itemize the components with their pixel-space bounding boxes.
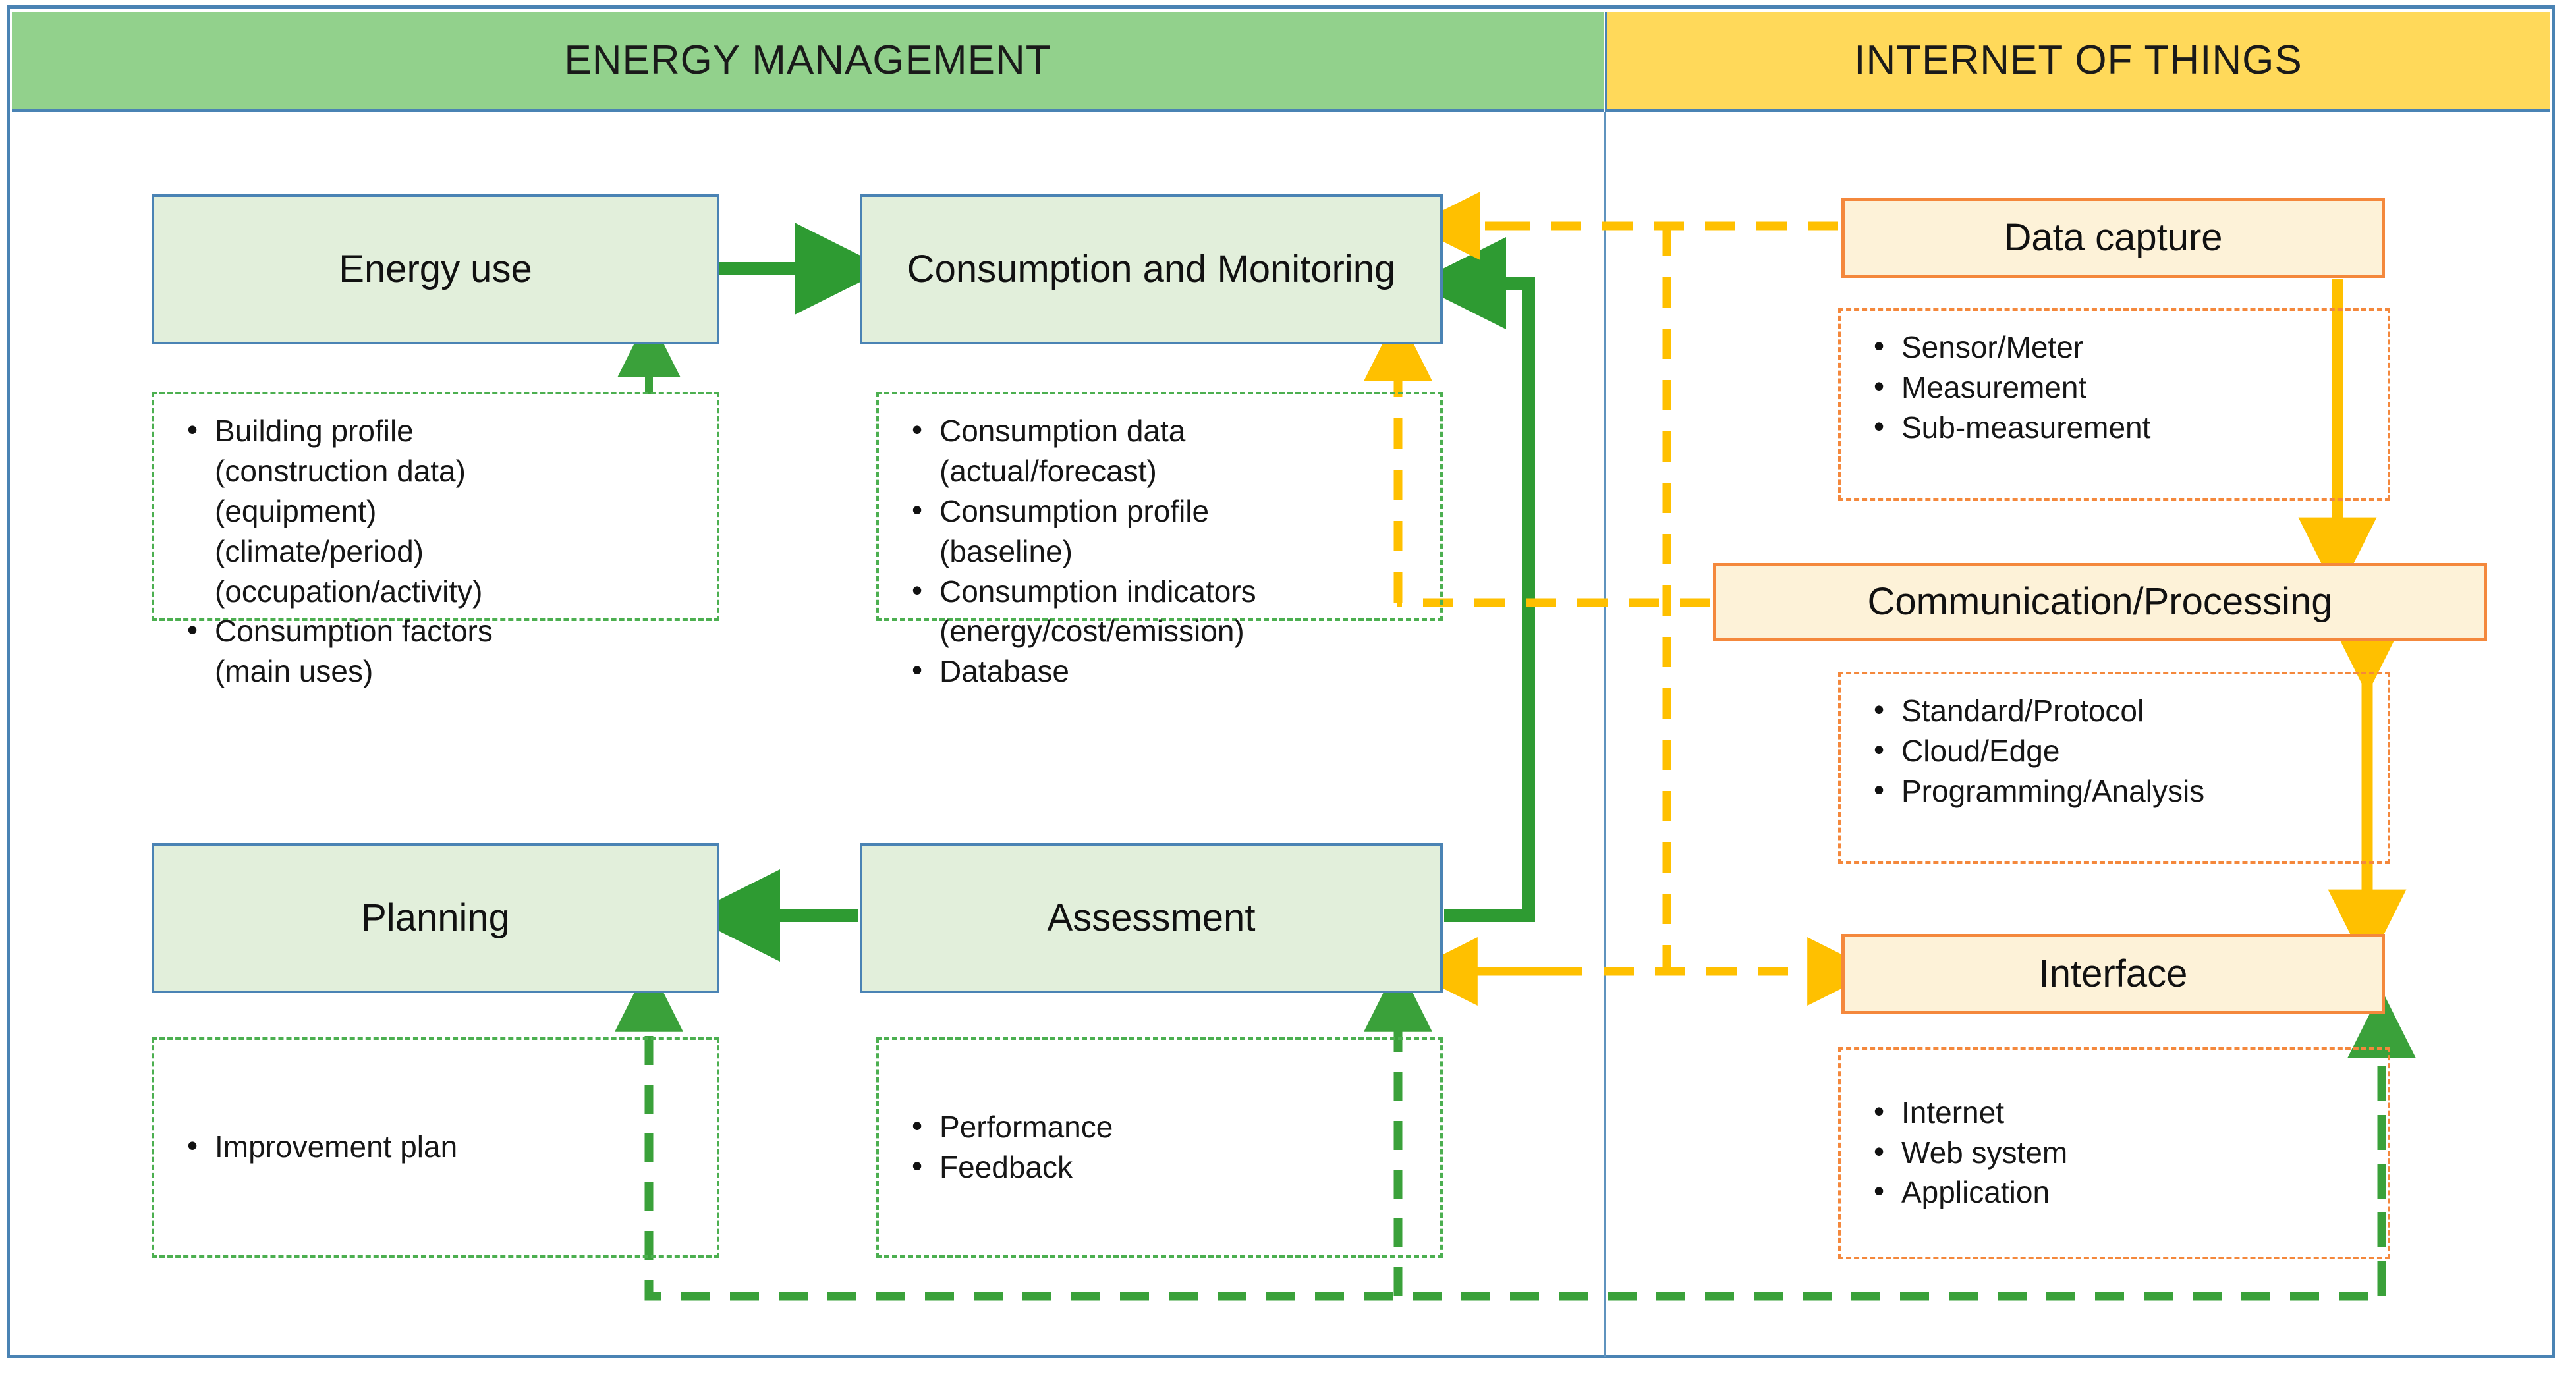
detail-text: Internet — [1901, 1095, 2004, 1129]
detail-text: Standard/Protocol — [1901, 694, 2144, 728]
list-item: Consumption data — [903, 410, 1420, 450]
detail-text: Programming/Analysis — [1901, 773, 2205, 808]
detail-text: (equipment) — [215, 493, 377, 528]
list-item: Performance — [903, 1106, 1420, 1147]
detail-text: Consumption data — [939, 414, 1186, 448]
details-energy-use: Building profile (construction data) (eq… — [152, 392, 719, 688]
details-data-capture-list: Sensor/Meter Measurement Sub-measurement — [1864, 327, 2368, 447]
box-data-capture[interactable]: Data capture — [1841, 198, 2385, 278]
detail-text: (climate/period) — [215, 533, 424, 568]
list-item: Standard/Protocol — [1864, 690, 2368, 730]
list-item: Improvement plan — [178, 1126, 697, 1166]
detail-text: Performance — [939, 1109, 1113, 1144]
box-consumption-monitoring-label: Consumption and Monitoring — [907, 247, 1396, 290]
details-data-capture: Sensor/Meter Measurement Sub-measurement — [1838, 308, 2390, 501]
details-communication-processing: Standard/Protocol Cloud/Edge Programming… — [1838, 672, 2390, 864]
header-internet-of-things-label: INTERNET OF THINGS — [1854, 38, 2303, 83]
details-planning-list: Improvement plan — [178, 1126, 697, 1168]
details-interface-list: Internet Web system Application — [1864, 1092, 2368, 1214]
list-item: (occupation/activity) — [178, 572, 697, 611]
list-item: Web system — [1864, 1132, 2368, 1172]
detail-text: Cloud/Edge — [1901, 733, 2060, 768]
list-item: (equipment) — [178, 492, 697, 531]
box-assessment[interactable]: Assessment — [860, 843, 1443, 993]
header-energy-management-label: ENERGY MANAGEMENT — [564, 38, 1051, 83]
list-item: (main uses) — [178, 652, 697, 691]
details-consumption-monitoring: Consumption data (actual/forecast) Consu… — [876, 392, 1443, 690]
detail-text: Sensor/Meter — [1901, 330, 2084, 364]
detail-text: (main uses) — [215, 654, 374, 689]
detail-text: Sub-measurement — [1901, 410, 2151, 445]
details-assessment-list: Performance Feedback — [903, 1106, 1420, 1188]
box-communication-processing-label: Communication/Processing — [1867, 580, 2333, 623]
detail-text: Consumption factors — [215, 614, 493, 649]
list-item: Sensor/Meter — [1864, 327, 2368, 367]
list-item: Database — [903, 651, 1420, 691]
section-divider — [1604, 112, 1606, 1357]
list-item: (baseline) — [903, 532, 1420, 571]
list-item: Internet — [1864, 1092, 2368, 1132]
detail-text: Consumption profile — [939, 493, 1210, 528]
box-interface-label: Interface — [2038, 952, 2188, 995]
detail-text: Consumption indicators — [939, 574, 1256, 609]
detail-text: Web system — [1901, 1135, 2068, 1170]
list-item: (climate/period) — [178, 532, 697, 571]
list-item: Building profile — [178, 410, 697, 450]
detail-text: Building profile — [215, 414, 414, 448]
header-energy-management: ENERGY MANAGEMENT — [12, 12, 1604, 112]
detail-text: Application — [1901, 1175, 2050, 1210]
detail-text: (actual/forecast) — [939, 453, 1157, 488]
box-planning-label: Planning — [361, 896, 510, 939]
details-planning: Improvement plan — [152, 1037, 719, 1258]
detail-text: (energy/cost/emission) — [939, 614, 1245, 649]
box-energy-use[interactable]: Energy use — [152, 194, 719, 344]
box-communication-processing[interactable]: Communication/Processing — [1713, 563, 2487, 641]
box-assessment-label: Assessment — [1047, 896, 1256, 939]
list-item: (actual/forecast) — [903, 452, 1420, 491]
detail-text: (occupation/activity) — [215, 574, 483, 609]
list-item: Application — [1864, 1172, 2368, 1212]
detail-text: (construction data) — [215, 453, 466, 488]
detail-text: Feedback — [939, 1149, 1073, 1184]
box-energy-use-label: Energy use — [339, 247, 532, 290]
details-assessment: Performance Feedback — [876, 1037, 1443, 1258]
details-interface: Internet Web system Application — [1838, 1047, 2390, 1259]
list-item: Sub-measurement — [1864, 407, 2368, 447]
box-planning[interactable]: Planning — [152, 843, 719, 993]
box-interface[interactable]: Interface — [1841, 934, 2385, 1014]
detail-text: Improvement plan — [215, 1129, 458, 1164]
detail-text: Database — [939, 654, 1069, 689]
box-consumption-monitoring[interactable]: Consumption and Monitoring — [860, 194, 1443, 344]
details-consumption-monitoring-list: Consumption data (actual/forecast) Consu… — [903, 410, 1420, 691]
list-item: Cloud/Edge — [1864, 730, 2368, 771]
list-item: Consumption indicators — [903, 571, 1420, 611]
box-data-capture-label: Data capture — [2003, 215, 2223, 259]
list-item: (construction data) — [178, 452, 697, 491]
list-item: Feedback — [903, 1147, 1420, 1187]
details-communication-processing-list: Standard/Protocol Cloud/Edge Programming… — [1864, 690, 2368, 811]
details-energy-use-list: Building profile (construction data) (eq… — [178, 410, 697, 691]
list-item: Programming/Analysis — [1864, 771, 2368, 811]
list-item: Consumption profile — [903, 491, 1420, 531]
detail-text: Measurement — [1901, 369, 2087, 404]
list-item: (energy/cost/emission) — [903, 612, 1420, 651]
list-item: Measurement — [1864, 367, 2368, 407]
list-item: Consumption factors — [178, 611, 697, 651]
detail-text: (baseline) — [939, 533, 1073, 568]
header-internet-of-things: INTERNET OF THINGS — [1605, 12, 2550, 112]
